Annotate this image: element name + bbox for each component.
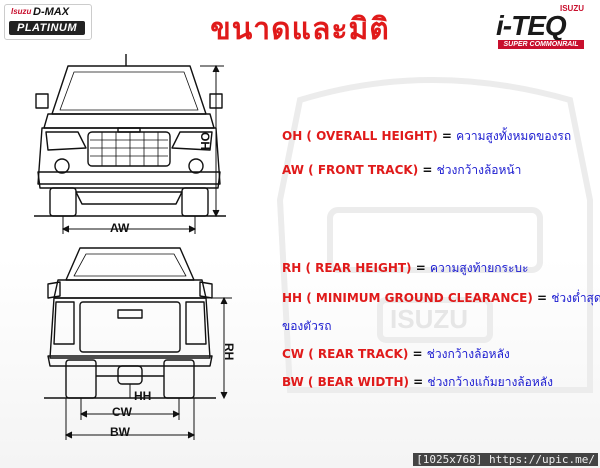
spec-eq: = bbox=[437, 129, 457, 143]
spec-key: BW ( BEAR WIDTH) bbox=[282, 375, 409, 389]
spec-key: RH ( REAR HEIGHT) bbox=[282, 261, 412, 275]
spec-aw: AW ( FRONT TRACK) = ช่วงกว้างล้อหน้า bbox=[282, 162, 521, 178]
iteq-name: i-TEQ bbox=[496, 10, 567, 41]
spec-key: OH ( OVERALL HEIGHT) bbox=[282, 129, 438, 143]
bw-label: BW bbox=[110, 425, 130, 439]
spec-key: HH ( MINIMUM GROUND CLEARANCE) bbox=[282, 291, 533, 305]
logo-trim-text: PLATINUM bbox=[9, 21, 85, 35]
spec-value: ช่วงกว้างล้อหน้า bbox=[436, 163, 522, 177]
front-view-drawing bbox=[34, 54, 226, 234]
spec-value: ความสูงท้ายกระบะ bbox=[429, 261, 529, 275]
iteq-brand: ISUZU bbox=[560, 4, 584, 13]
spec-key: AW ( FRONT TRACK) bbox=[282, 163, 419, 177]
spec-eq: = bbox=[408, 347, 427, 361]
spec-rh: RH ( REAR HEIGHT) = ความสูงท้ายกระบะ bbox=[282, 260, 528, 276]
spec-eq: = bbox=[411, 261, 430, 275]
svg-text:ISUZU: ISUZU bbox=[390, 304, 468, 334]
oh-label: OH bbox=[198, 132, 212, 150]
spec-value: ช่วงกว้างล้อหลัง bbox=[426, 347, 510, 361]
aw-label: AW bbox=[110, 221, 130, 235]
spec-eq: = bbox=[532, 291, 552, 305]
logo-brand-text: Isuzu bbox=[11, 7, 32, 16]
spec-cw: CW ( REAR TRACK) = ช่วงกว้างล้อหลัง bbox=[282, 346, 510, 362]
spec-value: ช่วงต่ำสุด bbox=[551, 291, 600, 305]
logo-model-text: D-MAX bbox=[33, 6, 70, 18]
spec-eq: = bbox=[409, 375, 428, 389]
page-title: ขนาดและมิติ bbox=[210, 12, 390, 47]
spec-bw: BW ( BEAR WIDTH) = ช่วงกว้างแก้มยางล้อหล… bbox=[282, 374, 553, 390]
iteq-tagline: SUPER COMMONRAIL bbox=[498, 40, 584, 49]
rh-label: RH bbox=[222, 343, 236, 361]
spec-key: CW ( REAR TRACK) bbox=[282, 347, 409, 361]
spec-eq: = bbox=[418, 163, 437, 177]
hh-label: HH bbox=[134, 389, 152, 403]
spec-value: ช่วงกว้างแก้มยางล้อหลัง bbox=[427, 375, 553, 389]
spec-oh: OH ( OVERALL HEIGHT) = ความสูงทั้งหมดของ… bbox=[282, 128, 571, 144]
spec-value: ความสูงทั้งหมดของรถ bbox=[456, 129, 572, 143]
rear-view-drawing bbox=[44, 247, 232, 440]
image-footer: [1025x768] https://upic.me/ bbox=[413, 453, 598, 466]
iteq-logo: ISUZU i-TEQ SUPER COMMONRAIL bbox=[488, 4, 596, 50]
dmax-platinum-logo: Isuzu D-MAX PLATINUM bbox=[4, 4, 92, 40]
cw-label: CW bbox=[112, 405, 132, 419]
spec-hh-cont: ของตัวรถ bbox=[282, 318, 332, 334]
truck-watermark: ISUZU bbox=[276, 77, 593, 393]
spec-value-cont: ของตัวรถ bbox=[282, 319, 332, 333]
spec-hh: HH ( MINIMUM GROUND CLEARANCE) = ช่วงต่ำ… bbox=[282, 290, 600, 306]
